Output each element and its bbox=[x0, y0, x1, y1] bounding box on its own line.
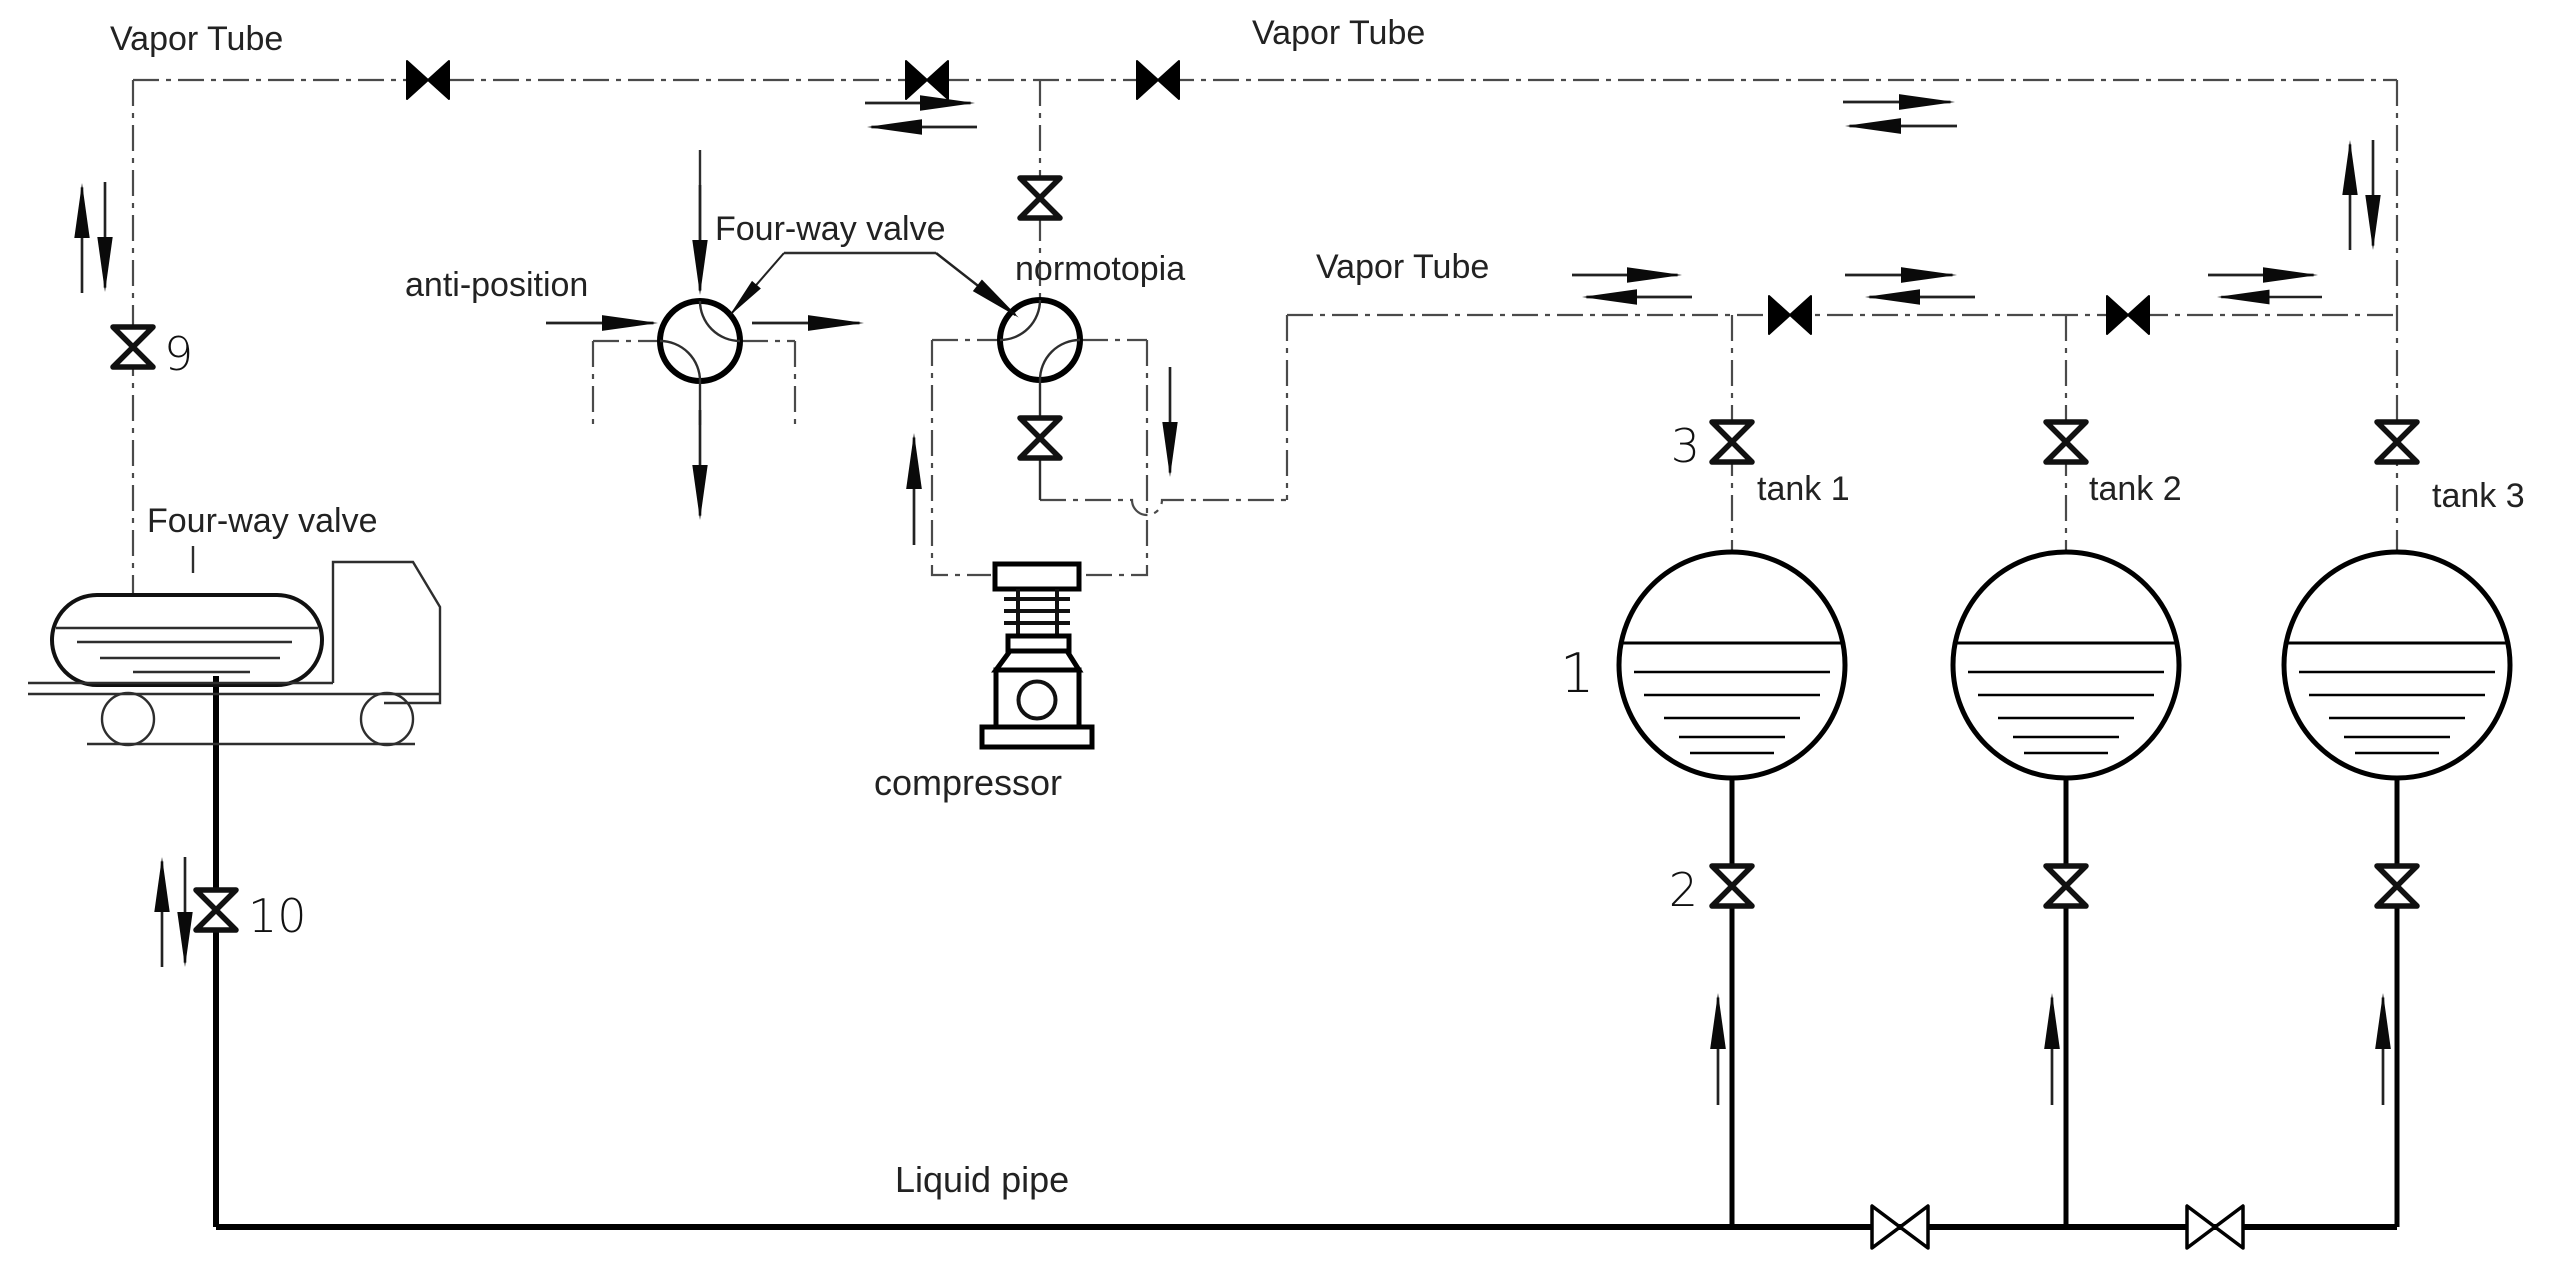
flow-down-arrow-icon bbox=[175, 855, 195, 969]
truck-wheel-front bbox=[359, 691, 415, 747]
flow-up-arrow-icon bbox=[2340, 138, 2360, 252]
vapor-tube-label-middle: Vapor Tube bbox=[1316, 248, 1489, 286]
valve-passage-arc bbox=[1038, 338, 1081, 381]
four-way-valve-leader bbox=[723, 245, 1025, 325]
four-way-valve-normotopia bbox=[997, 297, 1083, 500]
normotopia-bottom-valve-icon bbox=[1020, 418, 1060, 458]
tank-1-number: 1 bbox=[1560, 642, 1594, 705]
flow-right-arrow-icon bbox=[1841, 92, 1957, 112]
leader-arrow-icon bbox=[723, 248, 790, 322]
compressor-base bbox=[979, 724, 1095, 750]
flow-right-arrow-icon bbox=[2206, 265, 2320, 285]
diagram-labels: Vapor Tube Vapor Tube Vapor Tube Four-wa… bbox=[110, 14, 2525, 1200]
four-way-valve-label-truck: Four-way valve bbox=[147, 502, 378, 540]
leader-arrow-icon bbox=[930, 245, 1025, 325]
vapor-valve-icon bbox=[2106, 295, 2150, 335]
valve-2-icon bbox=[1712, 866, 1752, 906]
truck-cab bbox=[331, 560, 442, 705]
four-way-valve-circle bbox=[657, 298, 743, 384]
flow-left-arrow-icon bbox=[2215, 288, 2324, 306]
vapor-valve-icon bbox=[406, 60, 450, 100]
storage-tanks bbox=[1619, 552, 2510, 778]
compressor-cap bbox=[992, 561, 1082, 592]
flow-down-arrow-icon bbox=[95, 180, 115, 294]
tank-2-label: tank 2 bbox=[2089, 470, 2182, 508]
anti-position-label: anti-position bbox=[405, 266, 588, 304]
flow-up-arrow-icon bbox=[2042, 991, 2062, 1107]
flow-left-arrow-icon bbox=[1843, 116, 1959, 136]
flow-up-arrow-icon bbox=[904, 431, 924, 547]
flow-up-arrow-icon bbox=[152, 855, 172, 969]
valve-passage-arc bbox=[659, 339, 702, 382]
vapor-tube-label-top-right: Vapor Tube bbox=[1252, 14, 1425, 52]
truck-wheel-rear bbox=[100, 691, 156, 747]
valve-10-icon bbox=[196, 890, 236, 930]
tank-1-vessel bbox=[1619, 552, 1845, 778]
liquid-pipe-lines bbox=[213, 676, 2400, 1230]
tank3-liquid-valve-icon bbox=[2377, 866, 2417, 906]
compressor-shoulder bbox=[991, 648, 1084, 673]
tank-1-label: tank 1 bbox=[1757, 470, 1850, 508]
flow-down-arrow-icon bbox=[1160, 365, 1180, 479]
vapor-tube-label-top-left: Vapor Tube bbox=[110, 20, 283, 58]
truck-tank-body bbox=[50, 593, 324, 687]
tank-3-vessel bbox=[2284, 552, 2510, 778]
tank-2-vessel bbox=[1953, 552, 2179, 778]
valve-9-icon bbox=[113, 327, 153, 367]
flow-up-arrow-icon bbox=[72, 181, 92, 295]
liquid-line-valve-icon bbox=[2185, 1204, 2245, 1250]
vapor-tube-lines bbox=[131, 78, 2399, 593]
normotopia-label: normotopia bbox=[1015, 250, 1185, 288]
tank-3-label: tank 3 bbox=[2432, 477, 2525, 515]
flow-right-arrow-icon bbox=[750, 313, 866, 333]
tank2-vapor-valve-icon bbox=[2046, 422, 2086, 462]
compressor-port bbox=[1016, 679, 1058, 721]
compressor-unit bbox=[979, 561, 1095, 750]
liquid-pipe-label: Liquid pipe bbox=[895, 1159, 1069, 1200]
flow-right-arrow-icon bbox=[1843, 265, 1959, 285]
four-way-valve-label-main: Four-way valve bbox=[715, 210, 946, 248]
flow-right-arrow-icon bbox=[544, 313, 660, 333]
flow-down-arrow-icon bbox=[690, 408, 710, 522]
flow-down-arrow-icon bbox=[2363, 138, 2383, 252]
valve-2-number: 2 bbox=[1669, 863, 1698, 917]
normotopia-top-valve-icon bbox=[1020, 178, 1060, 218]
vapor-valve-icon bbox=[1768, 295, 1812, 335]
tank2-liquid-valve-icon bbox=[2046, 866, 2086, 906]
compressor-outlet-line bbox=[1040, 498, 1287, 517]
compressor-label: compressor bbox=[874, 762, 1062, 803]
flow-left-arrow-icon bbox=[1863, 287, 1977, 307]
flow-left-arrow-icon bbox=[865, 117, 979, 137]
valve-9-number: 9 bbox=[164, 327, 193, 381]
flow-up-arrow-icon bbox=[1708, 991, 1728, 1107]
tank3-vapor-valve-icon bbox=[2377, 422, 2417, 462]
vapor-valve-icon bbox=[1136, 60, 1180, 100]
valve-passage-arc bbox=[698, 300, 741, 343]
flow-down-arrow-icon bbox=[690, 183, 710, 297]
flow-right-arrow-icon bbox=[1570, 265, 1684, 285]
flow-left-arrow-icon bbox=[1580, 287, 1694, 307]
valve-3-icon bbox=[1712, 422, 1752, 462]
flow-right-arrow-icon bbox=[863, 93, 977, 113]
tanker-truck bbox=[28, 560, 442, 747]
flow-up-arrow-icon bbox=[2373, 991, 2393, 1107]
valve-10-number: 10 bbox=[248, 889, 307, 943]
liquid-line-valve-icon bbox=[1870, 1204, 1930, 1250]
valve-3-number: 3 bbox=[1671, 419, 1700, 473]
compressor-left-line bbox=[930, 340, 991, 577]
compressor-right-line bbox=[1081, 340, 1149, 577]
valve-passage-arc bbox=[999, 299, 1042, 342]
vapor-valve-icon bbox=[905, 60, 949, 100]
